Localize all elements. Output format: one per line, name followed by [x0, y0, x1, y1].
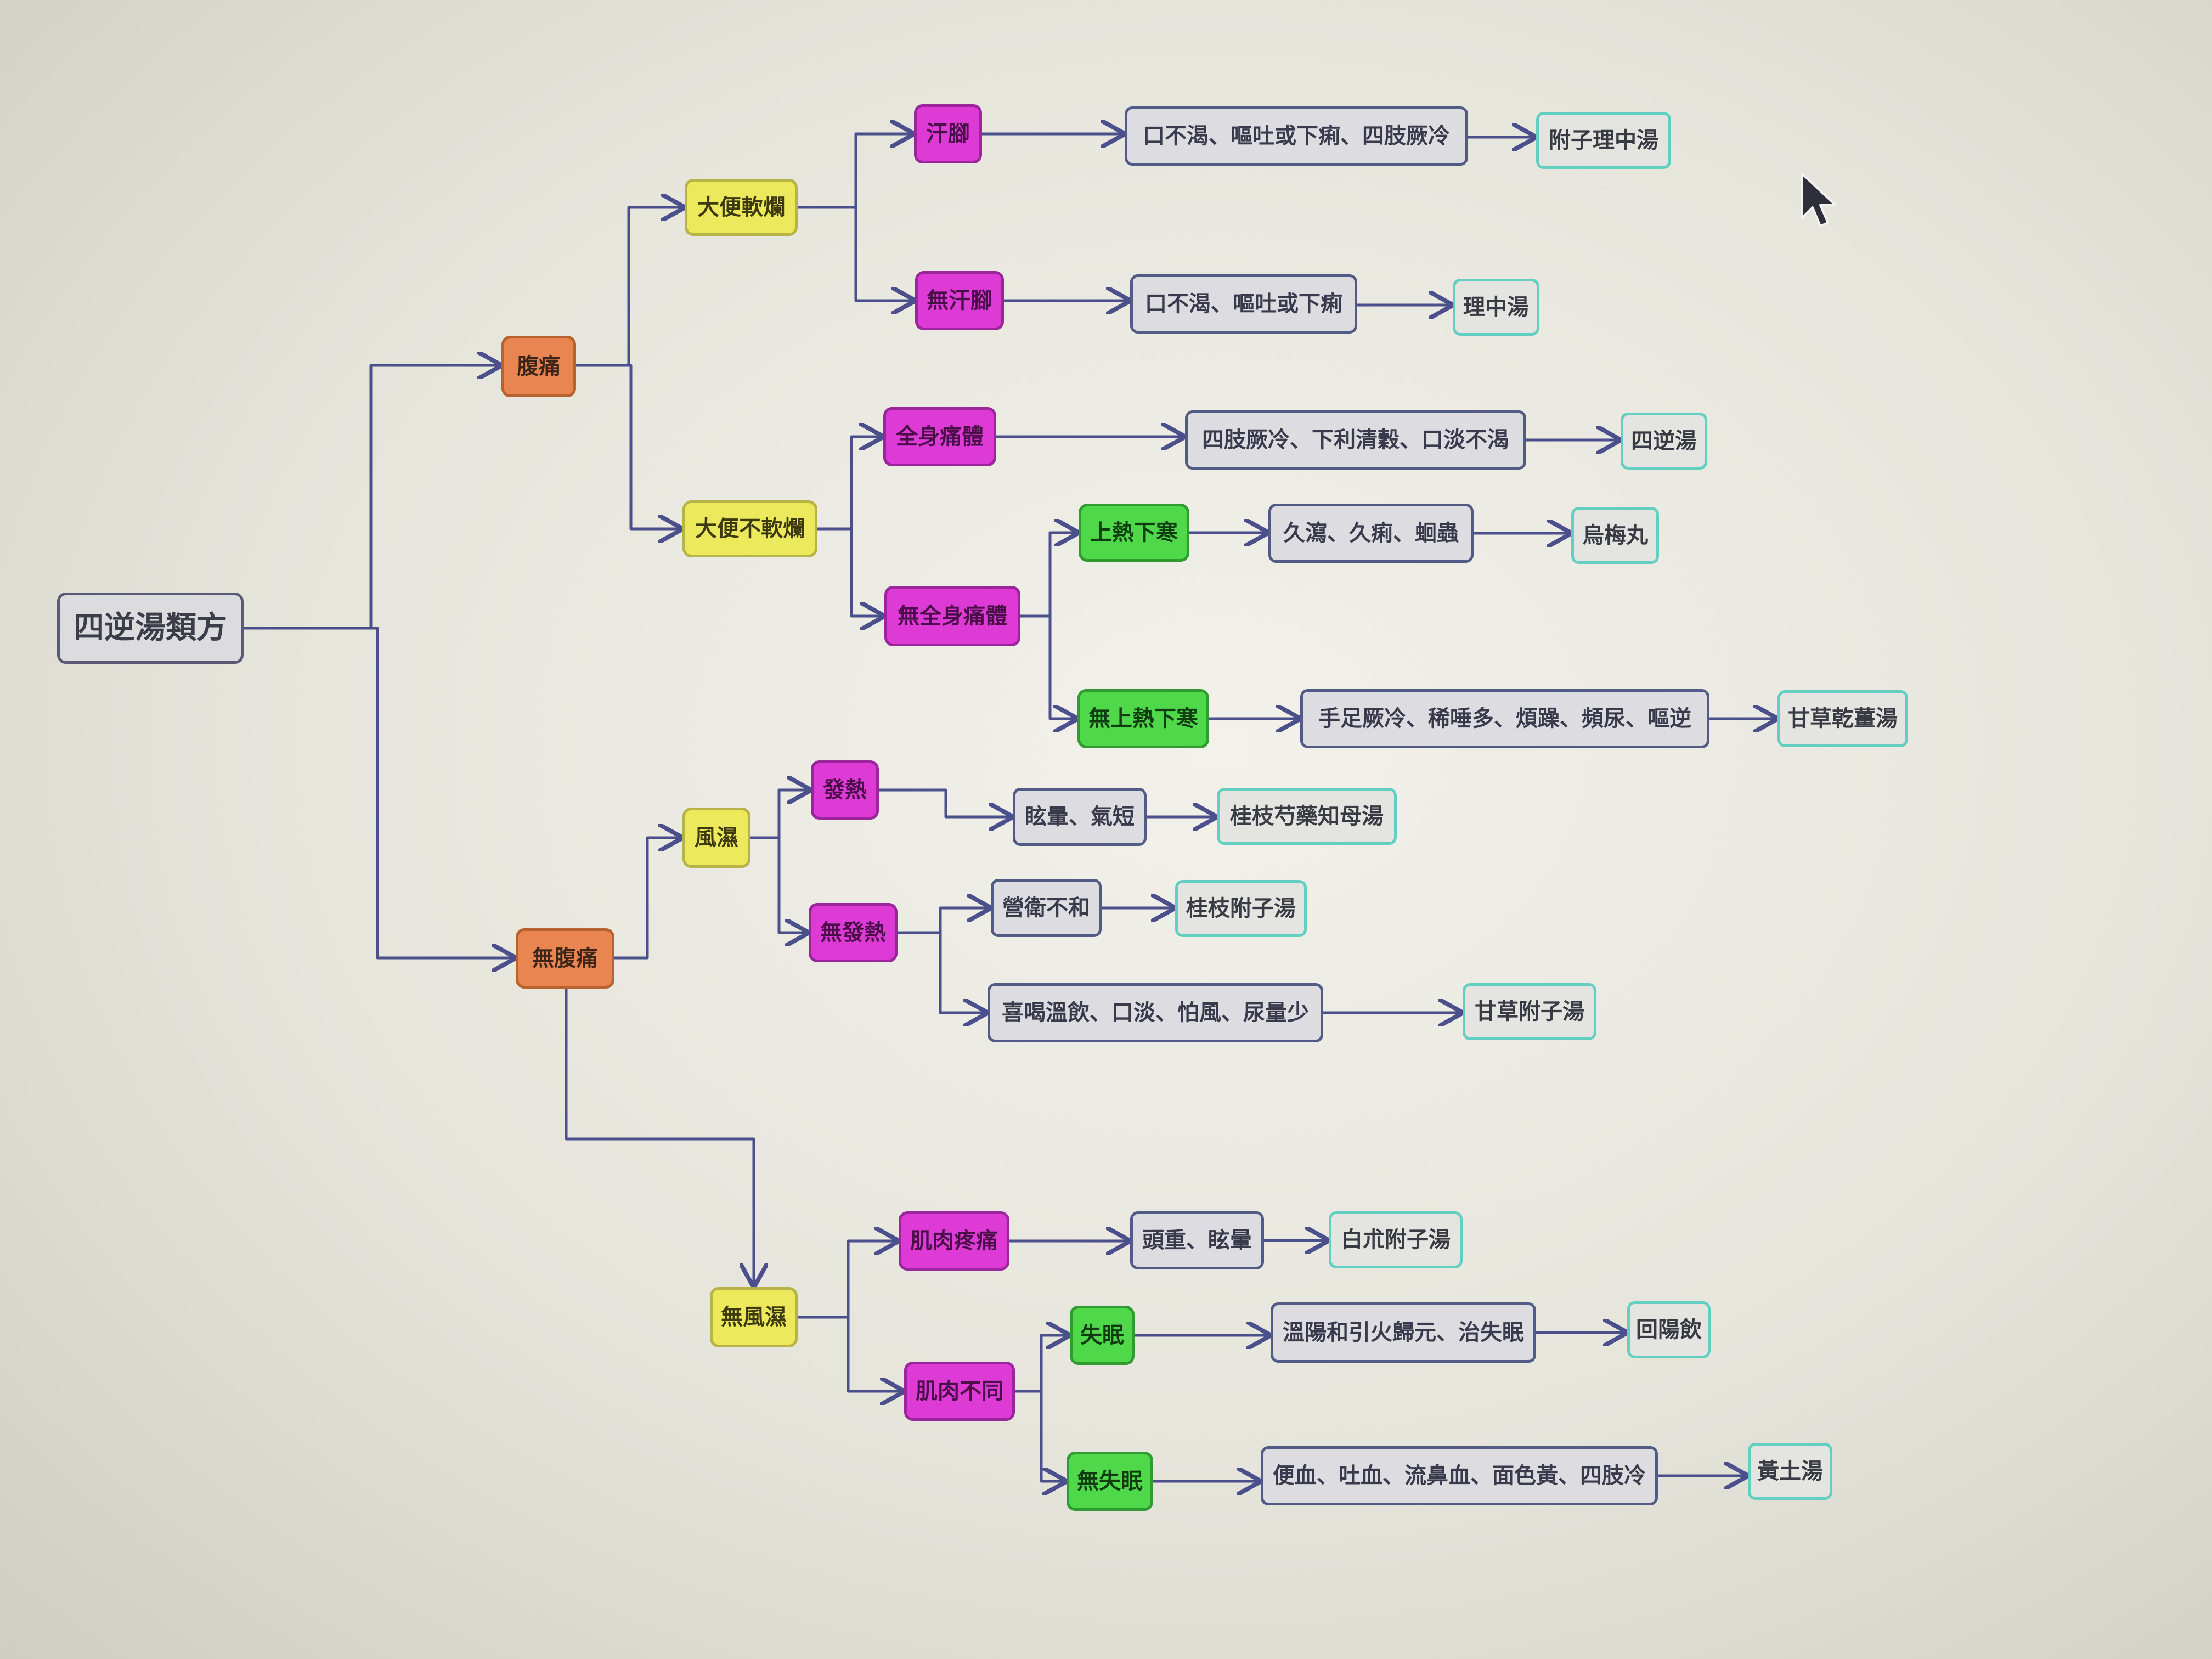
edge-wind-damp-to-fever: [751, 790, 809, 839]
mouse-cursor-icon: [1801, 172, 1837, 227]
edge-abdominal-pain-to-soft-stool: [576, 207, 682, 367]
node-soft-stool[interactable]: 大便軟爛: [685, 179, 798, 236]
edge-soft-stool-to-sweaty-feet: [798, 134, 912, 209]
node-no-sweaty-feet[interactable]: 無汗腳: [915, 271, 1004, 330]
node-formula-guizhi-fuzi[interactable]: 桂枝附子湯: [1175, 880, 1307, 937]
edge-root-to-no-abdominal-pain: [244, 627, 514, 958]
edge-no-abdominal-pain-to-no-wind-damp: [565, 989, 754, 1285]
edge-muscle-unchanged-to-no-insomnia: [1015, 1390, 1064, 1481]
edge-not-soft-stool-to-whole-body: [817, 437, 881, 531]
edge-muscle-unchanged-to-insomnia: [1015, 1335, 1068, 1393]
node-whole-body-pain[interactable]: 全身痛體: [883, 407, 996, 466]
node-not-soft-stool[interactable]: 大便不軟爛: [682, 500, 817, 557]
edge-abdominal-pain-to-not-soft-stool: [576, 364, 680, 529]
edge-not-soft-stool-to-no-whole-body: [817, 527, 882, 616]
node-sweaty-feet[interactable]: 汗腳: [914, 104, 982, 163]
node-symptoms-guizhi-fuzi[interactable]: 營衛不和: [991, 879, 1102, 937]
node-formula-lizhong[interactable]: 理中湯: [1453, 279, 1539, 336]
edge-fever-to-symptoms: [879, 788, 1011, 817]
edge-root-to-abdominal-pain: [244, 365, 499, 630]
edge-no-fever-to-symptoms-guizhi-fuzi: [898, 908, 989, 934]
node-symptoms-sini[interactable]: 四肢厥冷、下利清穀、口淡不渴: [1185, 410, 1526, 470]
node-formula-gancao-fuzi[interactable]: 甘草附子湯: [1463, 983, 1596, 1040]
node-symptoms-baizhu-fuzi[interactable]: 頭重、眩暈: [1130, 1211, 1264, 1269]
node-symptoms-gancao-ganjiang[interactable]: 手足厥冷、稀唾多、煩躁、頻尿、嘔逆: [1300, 689, 1709, 748]
node-fever[interactable]: 發熱: [811, 760, 879, 820]
node-no-abdominal-pain[interactable]: 無腹痛: [516, 928, 614, 989]
node-upper-heat-lower-cold[interactable]: 上熱下寒: [1079, 504, 1189, 562]
node-formula-guizhi-shaoyao[interactable]: 桂枝芍藥知母湯: [1217, 788, 1397, 845]
node-symptoms-huiyang[interactable]: 溫陽和引火歸元、治失眠: [1271, 1302, 1536, 1363]
node-formula-baizhu-fuzi[interactable]: 白朮附子湯: [1329, 1211, 1463, 1268]
node-no-insomnia[interactable]: 無失眠: [1066, 1452, 1153, 1511]
node-symptoms-fuzi-lizhong[interactable]: 口不渴、嘔吐或下痢、四肢厥冷: [1125, 106, 1468, 166]
node-no-fever[interactable]: 無發熱: [809, 903, 898, 962]
edge-soft-stool-to-no-sweaty-feet: [798, 206, 913, 301]
edge-no-wind-damp-to-muscle-unchanged: [798, 1316, 902, 1391]
node-no-whole-body-pain[interactable]: 無全身痛體: [884, 586, 1020, 646]
node-insomnia[interactable]: 失眠: [1070, 1306, 1135, 1365]
node-abdominal-pain[interactable]: 腹痛: [501, 336, 576, 397]
edge-wind-damp-to-no-fever: [751, 836, 806, 933]
node-formula-fuzi-lizhong[interactable]: 附子理中湯: [1536, 112, 1671, 169]
node-no-upper-heat-lower-cold[interactable]: 無上熱下寒: [1077, 689, 1209, 748]
edge-no-whole-body-to-no-upper-heat: [1020, 614, 1075, 719]
edge-no-wind-damp-to-muscle-pain: [798, 1241, 896, 1319]
node-formula-gancao-ganjiang[interactable]: 甘草乾薑湯: [1778, 690, 1908, 747]
node-no-wind-damp[interactable]: 無風濕: [710, 1287, 798, 1347]
edge-no-whole-body-to-upper-heat: [1020, 533, 1076, 618]
node-formula-huiyang[interactable]: 回陽飲: [1627, 1301, 1711, 1358]
edge-no-fever-to-symptoms-gancao-fuzi: [898, 931, 985, 1013]
node-root[interactable]: 四逆湯類方: [57, 592, 244, 664]
node-symptoms-wumei[interactable]: 久瀉、久痢、蛔蟲: [1268, 504, 1474, 563]
node-symptoms-lizhong[interactable]: 口不渴、嘔吐或下痢: [1130, 274, 1357, 334]
node-muscle-pain[interactable]: 肌肉疼痛: [899, 1211, 1009, 1271]
node-wind-damp[interactable]: 風濕: [682, 808, 751, 868]
node-formula-huangtu[interactable]: 黃土湯: [1748, 1443, 1832, 1500]
node-formula-sini[interactable]: 四逆湯: [1621, 413, 1707, 470]
node-symptoms-guizhi-shaoyao[interactable]: 眩暈、氣短: [1013, 788, 1147, 846]
node-formula-wumei[interactable]: 烏梅丸: [1571, 507, 1659, 564]
node-symptoms-huangtu[interactable]: 便血、吐血、流鼻血、面色黃、四肢冷: [1261, 1446, 1658, 1505]
edge-no-abdominal-pain-to-wind-damp: [614, 838, 680, 960]
node-muscle-unchanged[interactable]: 肌肉不同: [904, 1362, 1015, 1421]
node-symptoms-gancao-fuzi[interactable]: 喜喝溫飲、口淡、怕風、尿量少: [988, 983, 1323, 1042]
